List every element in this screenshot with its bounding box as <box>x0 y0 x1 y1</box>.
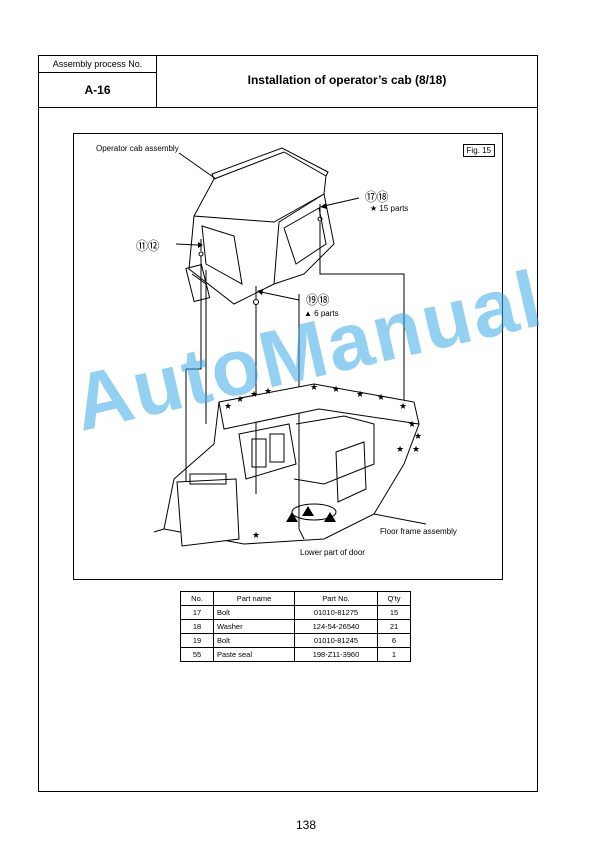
cell-qty: 21 <box>377 619 411 634</box>
svg-text:★: ★ <box>377 392 385 402</box>
floor-frame-label: Floor frame assembly <box>380 527 457 536</box>
lower-door-label: Lower part of door <box>300 548 365 557</box>
cell-part-no: 198-Z11-3960 <box>294 647 378 662</box>
svg-text:★: ★ <box>332 384 340 394</box>
figure-box: ★ ★ ★ ★ ★ ★ ★ ★ ★ ★ ★ ★ ★ ★ Fig. 15 Oper… <box>73 133 503 580</box>
callout-19-18: ⑲⑱ <box>306 293 330 307</box>
table-header-row: No. Part name Part No. Q'ty <box>180 591 411 606</box>
cell-part-name: Bolt <box>213 605 295 620</box>
cell-no: 17 <box>180 605 214 620</box>
figure-number: Fig. 15 <box>462 144 495 157</box>
cell-qty: 15 <box>377 605 411 620</box>
cell-part-no: 01010-81245 <box>294 633 378 648</box>
callout-11-12: ⑪⑫ <box>136 239 160 253</box>
svg-text:★: ★ <box>224 401 232 411</box>
header-no: No. <box>180 591 214 606</box>
svg-text:★: ★ <box>250 389 258 399</box>
cell-qty: 6 <box>377 633 411 648</box>
cell-no: 18 <box>180 619 214 634</box>
cab-installation-drawing: ★ ★ ★ ★ ★ ★ ★ ★ ★ ★ ★ ★ ★ ★ <box>153 147 427 547</box>
process-code: A-16 <box>84 83 111 97</box>
cab-assembly-label: Operator cab assembly <box>96 144 179 153</box>
cell-part-no: 01010-81275 <box>294 605 378 620</box>
table-row: 18 Washer 124-54-26540 21 <box>180 619 411 634</box>
cell-part-name: Bolt <box>213 633 295 648</box>
cell-no: 19 <box>180 633 214 648</box>
svg-text:★: ★ <box>396 444 404 454</box>
bolt-markers: ★ ★ ★ ★ ★ ★ ★ ★ ★ ★ ★ ★ ★ ★ <box>224 382 422 540</box>
process-label: Assembly process No. <box>39 56 156 73</box>
cell-part-name: Washer <box>213 619 295 634</box>
cell-qty: 1 <box>377 647 411 662</box>
cell-part-no: 124-54-26540 <box>294 619 378 634</box>
svg-text:★: ★ <box>408 419 416 429</box>
page-title: Installation of operator’s cab (8/18) <box>157 56 537 108</box>
floor-frame-drawing <box>153 383 427 547</box>
qty-15-label: ★ 15 parts <box>370 204 409 213</box>
qty-6-label: ▲ 6 parts <box>304 309 339 318</box>
header-part-name: Part name <box>213 591 295 606</box>
operator-cab-drawing <box>175 147 360 305</box>
page-number: 138 <box>295 818 317 832</box>
header-qty: Q'ty <box>377 591 411 606</box>
svg-text:★: ★ <box>412 444 420 454</box>
page-frame: Assembly process No. A-16 Installation o… <box>38 55 538 792</box>
svg-text:★: ★ <box>356 389 364 399</box>
table-row: 19 Bolt 01010-81245 6 <box>180 633 411 648</box>
cell-part-name: Paste seal <box>213 647 295 662</box>
svg-text:★: ★ <box>399 401 407 411</box>
svg-text:★: ★ <box>310 382 318 392</box>
svg-text:★: ★ <box>252 530 260 540</box>
table-row: 55 Paste seal 198-Z11-3960 1 <box>180 647 411 662</box>
svg-text:★: ★ <box>236 394 244 404</box>
process-cell: Assembly process No. A-16 <box>39 56 157 108</box>
callout-17-18: ⑰⑱ <box>365 190 389 204</box>
svg-text:★: ★ <box>414 431 422 441</box>
parts-table: No. Part name Part No. Q'ty 17 Bolt 0101… <box>180 591 411 662</box>
cell-no: 55 <box>180 647 214 662</box>
svg-text:★: ★ <box>264 386 272 396</box>
table-row: 17 Bolt 01010-81275 15 <box>180 605 411 620</box>
header-part-no: Part No. <box>294 591 378 606</box>
